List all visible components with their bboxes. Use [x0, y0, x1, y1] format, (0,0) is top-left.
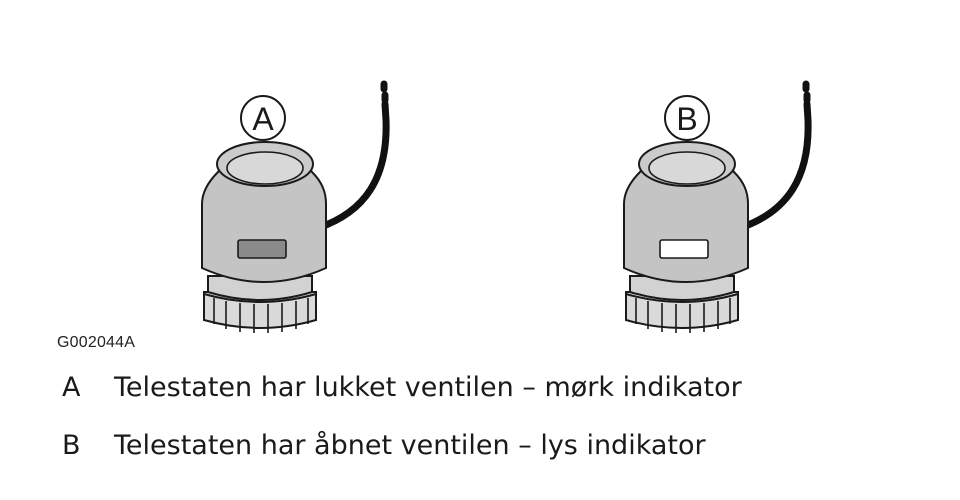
actuator-a: A — [202, 84, 386, 333]
legend-text-a: Telestaten har lukket ventilen – mørk in… — [114, 372, 742, 403]
legend-key-a: A — [62, 372, 81, 403]
legend: A Telestaten har lukket ventilen – mørk … — [62, 372, 942, 488]
label-circle-b — [664, 95, 710, 141]
actuator-figure: A B — [0, 0, 960, 370]
legend-item-b: B Telestaten har åbnet ventilen – lys in… — [62, 430, 942, 488]
label-circle-a — [240, 95, 286, 141]
indicator-a-dark — [237, 239, 287, 259]
label-a: A — [252, 101, 274, 137]
legend-key-b: B — [62, 430, 81, 461]
actuator-b: B — [624, 84, 808, 333]
indicator-b-light — [659, 239, 709, 259]
legend-text-b: Telestaten har åbnet ventilen – lys indi… — [114, 430, 706, 461]
legend-item-a: A Telestaten har lukket ventilen – mørk … — [62, 372, 942, 430]
figure-code: G002044A — [57, 334, 136, 351]
label-b: B — [676, 101, 697, 137]
